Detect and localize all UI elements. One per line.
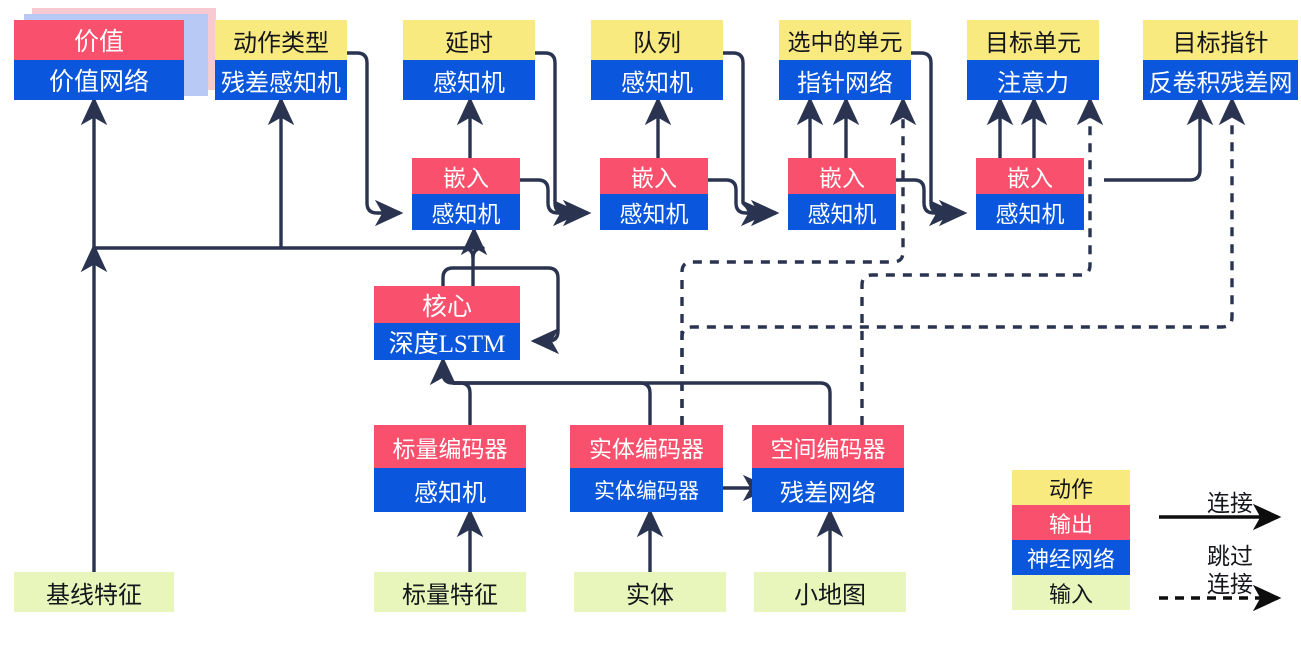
edge-entity-encoder-to-bus	[453, 381, 652, 425]
node-spatial-encoder[interactable]: 空间编码器 残差网络	[752, 425, 904, 512]
edge-selected-units-to-embed4	[909, 51, 968, 227]
node-embed-2[interactable]: 嵌入 感知机	[600, 158, 708, 230]
node-selected-units[interactable]: 选中的单元 指针网络	[779, 20, 911, 100]
node-action-type-bottom: 残差感知机	[215, 60, 347, 100]
node-action-type[interactable]: 动作类型 残差感知机	[215, 20, 347, 100]
node-target-unit[interactable]: 目标单元 注意力	[967, 20, 1099, 100]
node-embed-2-bottom: 感知机	[600, 194, 708, 230]
node-core-top: 核心	[374, 286, 520, 323]
skip-spatial-encoder-to-attention	[860, 96, 1104, 425]
legend-swatch-network: 神经网络	[1012, 540, 1130, 575]
input-entities[interactable]: 实体	[574, 572, 726, 612]
node-selected-units-bottom: 指针网络	[779, 60, 911, 100]
node-selected-units-top: 选中的单元	[779, 20, 911, 60]
node-scalar-encoder[interactable]: 标量编码器 感知机	[374, 425, 526, 512]
edge-embed1-to-embed2	[520, 178, 582, 227]
node-queue[interactable]: 队列 感知机	[591, 20, 723, 100]
edge-core-self-loop	[441, 266, 560, 355]
node-queue-bottom: 感知机	[591, 60, 723, 100]
node-embed-4-bottom: 感知机	[976, 194, 1084, 230]
node-target-point-top: 目标指针	[1143, 20, 1298, 60]
node-target-point-bottom: 反卷积残差网	[1143, 60, 1298, 100]
edge-embed3-to-embed4	[896, 178, 958, 227]
edge-queue-to-embed3	[721, 51, 780, 227]
input-minimap[interactable]: 小地图	[754, 572, 906, 612]
node-delay-top: 延时	[403, 20, 535, 60]
edge-bus-to-core	[429, 356, 460, 386]
node-embed-3-top: 嵌入	[788, 158, 896, 194]
edge-bus-to-value	[80, 96, 108, 250]
edge-delay-to-embed2	[533, 51, 592, 227]
edge-spatial-encoder-to-bus	[453, 381, 832, 425]
edge-core-to-bus	[104, 246, 475, 286]
node-target-point[interactable]: 目标指针 反卷积残差网	[1143, 20, 1298, 100]
node-embed-1-bottom: 感知机	[412, 194, 520, 230]
skip-spatial-encoder-to-deconv	[680, 96, 1246, 425]
node-embed-2-top: 嵌入	[600, 158, 708, 194]
legend-connection-label: 连接	[1207, 491, 1253, 516]
node-embed-4-top: 嵌入	[976, 158, 1084, 194]
node-embed-3-bottom: 感知机	[788, 194, 896, 230]
node-embed-1-top: 嵌入	[412, 158, 520, 194]
edge-embed4-to-target-point	[1104, 96, 1214, 182]
input-baseline-features[interactable]: 基线特征	[14, 572, 174, 612]
node-core[interactable]: 核心 深度LSTM	[374, 286, 520, 360]
node-spatial-encoder-top: 空间编码器	[752, 425, 904, 468]
node-embed-3[interactable]: 嵌入 感知机	[788, 158, 896, 230]
node-scalar-encoder-top: 标量编码器	[374, 425, 526, 468]
node-value-top: 价值	[14, 20, 184, 60]
node-spatial-encoder-bottom: 残差网络	[752, 468, 904, 512]
node-scalar-encoder-bottom: 感知机	[374, 468, 526, 512]
edge-action-type-to-embed1	[345, 51, 404, 227]
input-scalar-features[interactable]: 标量特征	[374, 572, 526, 612]
legend: 动作 输出 神经网络 输入	[1012, 470, 1130, 610]
node-entity-encoder-top: 实体编码器	[570, 425, 723, 468]
node-embed-1[interactable]: 嵌入 感知机	[412, 158, 520, 230]
node-delay-bottom: 感知机	[403, 60, 535, 100]
skip-entity-encoder-to-pointer-network	[680, 96, 917, 425]
legend-skip-label-line1: 跳过	[1207, 544, 1253, 569]
edge-embed2-to-embed3	[708, 178, 770, 227]
node-queue-top: 队列	[591, 20, 723, 60]
node-delay[interactable]: 延时 感知机	[403, 20, 535, 100]
legend-skip-label-line2: 连接	[1207, 572, 1253, 597]
node-core-bottom: 深度LSTM	[374, 323, 520, 360]
edge-core-to-embed1	[460, 226, 488, 259]
node-value[interactable]: 价值 价值网络	[14, 20, 184, 100]
node-target-unit-bottom: 注意力	[967, 60, 1099, 100]
node-embed-4[interactable]: 嵌入 感知机	[976, 158, 1084, 230]
node-entity-encoder[interactable]: 实体编码器 实体编码器	[570, 425, 723, 512]
legend-swatch-output: 输出	[1012, 505, 1130, 540]
legend-swatch-action: 动作	[1012, 470, 1130, 505]
node-value-bottom: 价值网络	[14, 60, 184, 100]
edge-scalar-encoder-to-bus	[453, 381, 472, 425]
node-target-unit-top: 目标单元	[967, 20, 1099, 60]
legend-swatch-input: 输入	[1012, 575, 1130, 610]
node-entity-encoder-bottom: 实体编码器	[570, 468, 723, 512]
node-action-type-top: 动作类型	[215, 20, 347, 60]
